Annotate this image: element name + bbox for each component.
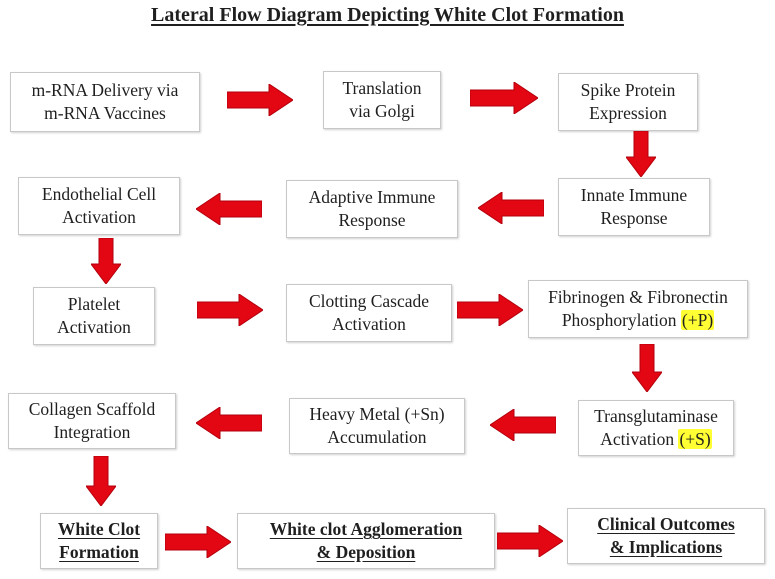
node-clinical-line-1: Clinical Outcomes bbox=[597, 513, 735, 536]
node-transglutaminase-line-2: Activation (+S) bbox=[600, 428, 712, 451]
node-translation-line-1: Translation bbox=[342, 78, 422, 98]
node-innate-immune: Innate Immune Response bbox=[558, 178, 710, 236]
node-adaptive-line-2: Response bbox=[338, 210, 406, 230]
node-clotting-cascade: Clotting Cascade Activation bbox=[286, 284, 452, 342]
node-white-clot-formation: White Clot Formation bbox=[40, 513, 158, 569]
arrow-endothelial-to-platelet bbox=[91, 238, 121, 284]
node-spike-protein-line-1: Spike Protein bbox=[580, 80, 676, 100]
node-agglomeration-line-2: & Deposition bbox=[317, 541, 416, 564]
node-transglutaminase-line-2-text: Activation bbox=[600, 429, 679, 449]
arrow-delivery-to-translation bbox=[227, 84, 293, 116]
arrow-white-clot-to-agglomeration bbox=[165, 526, 231, 558]
node-mrna-delivery: m-RNA Delivery via m-RNA Vaccines bbox=[10, 72, 200, 132]
node-heavy-metal: Heavy Metal (+Sn) Accumulation bbox=[289, 398, 465, 454]
node-endothelial-line-1: Endothelial Cell bbox=[41, 184, 157, 204]
node-transglutaminase: Transglutaminase Activation (+S) bbox=[578, 400, 734, 456]
node-endothelial-line-2: Activation bbox=[62, 207, 136, 227]
node-translation-line-2: via Golgi bbox=[349, 101, 415, 121]
node-innate-line-1: Innate Immune bbox=[580, 185, 688, 205]
node-fibrinogen-line-2: Phosphorylation (+P) bbox=[561, 309, 715, 332]
node-collagen-line-2: Integration bbox=[53, 422, 131, 442]
node-transglutaminase-line-1: Transglutaminase bbox=[594, 406, 718, 426]
node-collagen-line-1: Collagen Scaffold bbox=[28, 399, 156, 419]
arrow-innate-to-adaptive bbox=[478, 192, 544, 224]
phosphorylation-highlight: (+P) bbox=[680, 310, 715, 330]
node-spike-protein-line-2: Expression bbox=[589, 103, 667, 123]
arrow-translation-to-spike bbox=[470, 82, 538, 114]
arrow-platelet-to-clotting bbox=[197, 294, 263, 326]
node-fibrinogen-line-2-text: Phosphorylation bbox=[561, 310, 681, 330]
node-heavy-metal-line-2: Accumulation bbox=[327, 427, 427, 447]
arrow-agglomeration-to-clinical bbox=[497, 525, 563, 557]
node-fibrinogen-line-1: Fibrinogen & Fibronectin bbox=[548, 287, 728, 307]
node-heavy-metal-line-1: Heavy Metal (+Sn) bbox=[309, 404, 445, 424]
node-agglomeration-line-1: White clot Agglomeration bbox=[270, 518, 462, 541]
node-white-clot-line-1: White Clot bbox=[58, 518, 140, 541]
node-endothelial-activation: Endothelial Cell Activation bbox=[18, 177, 180, 235]
node-innate-line-2: Response bbox=[600, 208, 668, 228]
node-clotting-line-1: Clotting Cascade bbox=[308, 291, 430, 311]
node-adaptive-immune: Adaptive Immune Response bbox=[286, 180, 458, 238]
node-fibrinogen-phosphorylation: Fibrinogen & Fibronectin Phosphorylation… bbox=[528, 280, 748, 338]
node-mrna-delivery-line-1: m-RNA Delivery via bbox=[31, 80, 179, 100]
node-adaptive-line-1: Adaptive Immune bbox=[308, 187, 436, 207]
arrow-heavy-metal-to-collagen bbox=[196, 407, 262, 439]
node-clinical-line-1-text: Clinical Outcomes bbox=[597, 514, 735, 534]
node-white-clot-line-2-text: Formation bbox=[59, 542, 139, 562]
node-agglomeration-deposition: White clot Agglomeration & Deposition bbox=[237, 513, 495, 569]
node-spike-protein: Spike Protein Expression bbox=[558, 73, 698, 131]
arrow-spike-to-innate bbox=[626, 131, 656, 177]
node-agglomeration-line-1-text: White clot Agglomeration bbox=[269, 519, 463, 539]
arrow-adaptive-to-endothelial bbox=[196, 193, 262, 225]
node-clotting-line-2: Activation bbox=[332, 314, 406, 334]
arrow-collagen-to-white-clot bbox=[86, 456, 116, 506]
node-platelet-line-1: Platelet bbox=[67, 294, 121, 314]
diagram-title: Lateral Flow Diagram Depicting White Clo… bbox=[151, 4, 624, 26]
node-mrna-delivery-line-2: m-RNA Vaccines bbox=[44, 103, 166, 123]
node-clinical-line-2: & Implications bbox=[610, 536, 722, 559]
node-translation: Translation via Golgi bbox=[323, 71, 441, 129]
node-platelet-activation: Platelet Activation bbox=[33, 287, 155, 345]
arrow-fibrinogen-to-transglutaminase bbox=[632, 344, 662, 392]
node-clinical-line-2-text: & Implications bbox=[609, 537, 723, 557]
sulfation-highlight: (+S) bbox=[678, 429, 712, 449]
node-agglomeration-line-2-text: & Deposition bbox=[316, 542, 416, 562]
node-platelet-line-2: Activation bbox=[57, 317, 131, 337]
node-clinical-outcomes: Clinical Outcomes & Implications bbox=[567, 508, 765, 564]
node-collagen-scaffold: Collagen Scaffold Integration bbox=[8, 393, 176, 449]
arrow-clotting-to-fibrinogen bbox=[457, 294, 523, 326]
node-white-clot-line-1-text: White Clot bbox=[57, 519, 141, 539]
arrow-transglutaminase-to-heavy-metal bbox=[490, 409, 556, 441]
node-white-clot-line-2: Formation bbox=[59, 541, 139, 564]
